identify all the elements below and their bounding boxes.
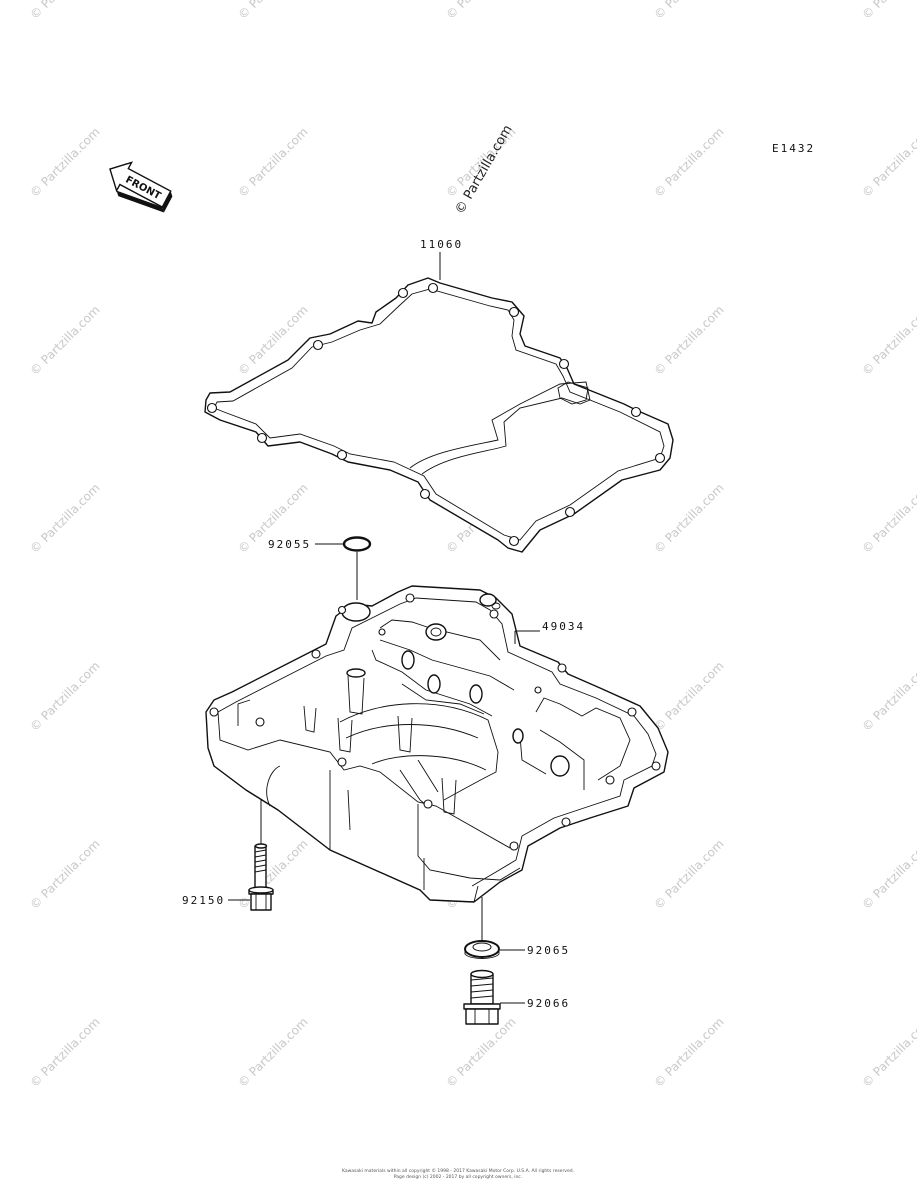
watermark: © Partzilla.com (859, 481, 917, 556)
watermark: © Partzilla.com (443, 0, 518, 22)
watermark: © Partzilla.com (235, 837, 310, 912)
diagram-id: E1432 (772, 142, 815, 155)
bolt-drawing (248, 843, 274, 911)
part-label-92066[interactable]: 92066 (527, 997, 570, 1010)
drain-plug-drawing (463, 969, 501, 1025)
watermark: © Partzilla.com (651, 837, 726, 912)
watermark: © Partzilla.com (235, 0, 310, 22)
watermark: © Partzilla.com (859, 837, 917, 912)
watermark: © Partzilla.com (651, 659, 726, 734)
watermark: © Partzilla.com (859, 659, 917, 734)
watermark: © Partzilla.com (235, 125, 310, 200)
center-watermark: © Partzilla.com (452, 123, 515, 217)
footer-copyright-line1: Kawasaki materials within all copyright … (342, 1167, 574, 1174)
part-label-92055[interactable]: 92055 (268, 538, 311, 551)
watermark: © Partzilla.com (443, 1015, 518, 1090)
watermark: © Partzilla.com (27, 659, 102, 734)
o-ring-drawing (342, 536, 372, 552)
watermark: © Partzilla.com (27, 837, 102, 912)
watermark: © Partzilla.com (27, 481, 102, 556)
leader-lines (228, 252, 540, 1004)
watermark: © Partzilla.com (859, 0, 917, 22)
part-label-92065[interactable]: 92065 (527, 944, 570, 957)
watermark: © Partzilla.com (27, 125, 102, 200)
watermark: © Partzilla.com (651, 481, 726, 556)
watermark: © Partzilla.com (859, 125, 917, 200)
gasket-drawing (204, 277, 674, 553)
watermark: © Partzilla.com (27, 1015, 102, 1090)
part-label-92150[interactable]: 92150 (182, 894, 225, 907)
watermark: © Partzilla.com (235, 1015, 310, 1090)
watermark: © Partzilla.com (651, 125, 726, 200)
watermark: © Partzilla.com (27, 303, 102, 378)
watermark: © Partzilla.com (859, 1015, 917, 1090)
footer-copyright-line2: Page design (c) 2002 - 2017 by all copyr… (394, 1174, 522, 1180)
watermark: © Partzilla.com (859, 303, 917, 378)
watermark: © Partzilla.com (651, 0, 726, 22)
watermark: © Partzilla.com (651, 303, 726, 378)
oil-pan-drawing (205, 585, 669, 903)
watermark: © Partzilla.com (27, 0, 102, 22)
watermark-layer: © Partzilla.com © Partzilla.com © Partzill… (27, 0, 917, 1090)
front-arrow-icon: FRONT (109, 161, 173, 213)
watermark: © Partzilla.com (651, 1015, 726, 1090)
part-label-11060[interactable]: 11060 (420, 238, 463, 251)
part-label-49034[interactable]: 49034 (542, 620, 585, 633)
washer-drawing (464, 940, 500, 959)
